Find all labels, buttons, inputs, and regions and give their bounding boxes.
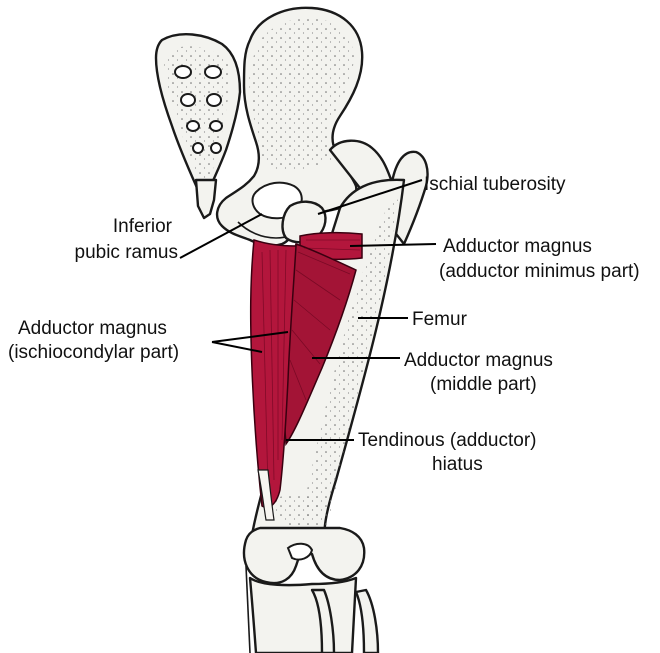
leader-ischiocondylar-2	[211, 331, 289, 343]
leader-lines	[179, 179, 437, 441]
leader-adductor-minimus	[349, 243, 437, 247]
leader-ischial-tuberosity	[317, 179, 423, 215]
label-hiatus-line2: hiatus	[432, 454, 483, 475]
leader-inferior-pubic-ramus	[179, 213, 263, 259]
label-hiatus-line1: Tendinous (adductor)	[358, 430, 537, 451]
labels: Ischial tuberosity Inferior pubic ramus …	[8, 174, 640, 475]
femur	[242, 139, 429, 585]
hip-bone	[215, 6, 364, 247]
label-adductor-minimus-line1: Adductor magnus	[443, 236, 592, 257]
label-ischiocondylar-line1: Adductor magnus	[18, 318, 167, 339]
label-inferior-pubic-ramus-line1: Inferior	[113, 216, 173, 237]
label-adductor-minimus-line2: (adductor minimus part)	[439, 261, 640, 282]
sacrum	[154, 33, 242, 220]
label-femur: Femur	[412, 309, 468, 330]
lower-leg-bones	[245, 565, 380, 653]
label-middle-part-line2: (middle part)	[430, 374, 537, 395]
label-ischial-tuberosity: Ischial tuberosity	[424, 174, 566, 195]
label-inferior-pubic-ramus-line2: pubic ramus	[75, 242, 179, 263]
leader-ischiocondylar-1	[211, 341, 263, 353]
label-ischiocondylar-line2: (ischiocondylar part)	[8, 342, 179, 363]
label-middle-part-line1: Adductor magnus	[404, 350, 553, 371]
adductor-magnus	[249, 231, 363, 521]
